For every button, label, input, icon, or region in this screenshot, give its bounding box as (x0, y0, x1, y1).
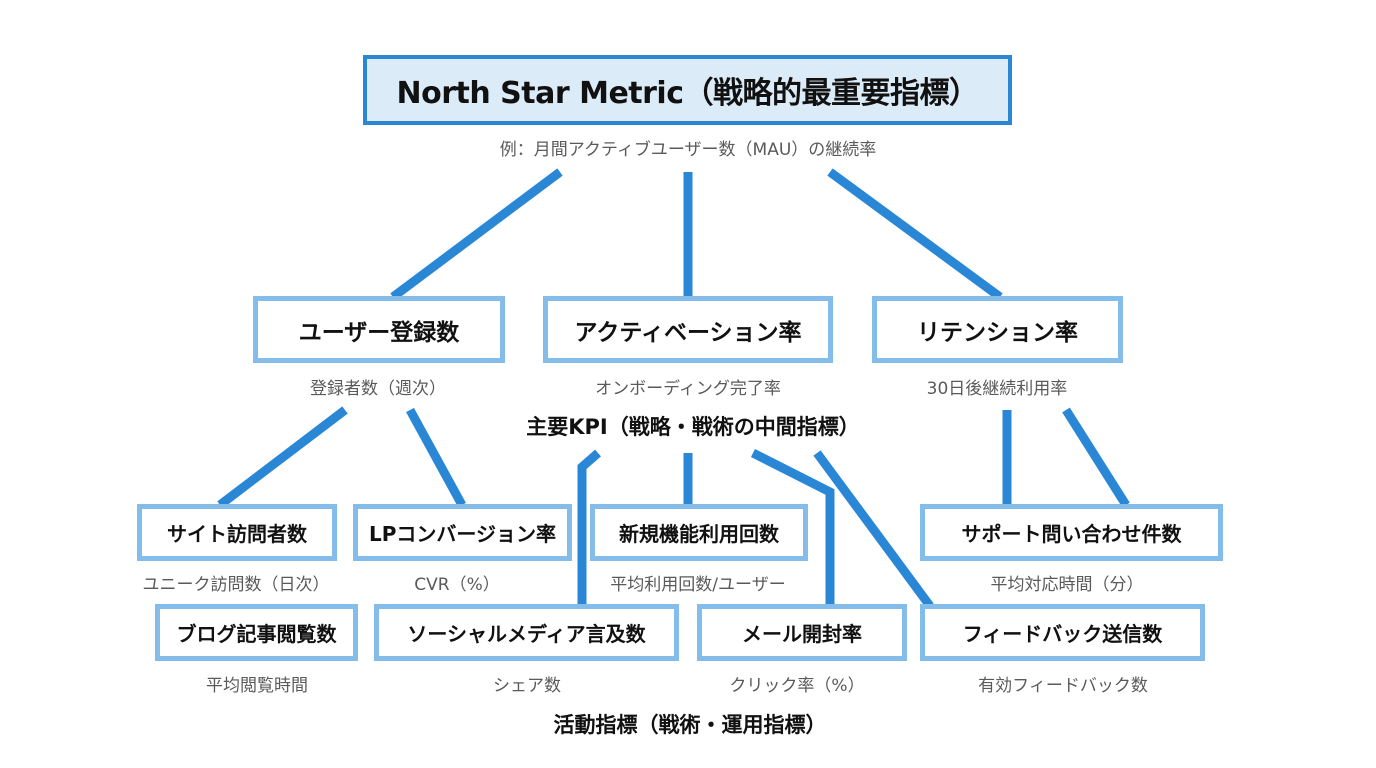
activity-measure: CVR（%） (414, 575, 500, 595)
activity-label: メール開封率 (742, 622, 862, 646)
activity-label: LPコンバージョン率 (368, 522, 556, 546)
activity-measure: 平均利用回数/ユーザー (610, 575, 786, 595)
kpi-label: アクティベーション率 (574, 319, 802, 346)
activity-label: 新規機能利用回数 (619, 522, 779, 546)
activity-box-lp-cvr: LPコンバージョン率 (353, 504, 572, 561)
activity-label: ブログ記事閲覧数 (176, 622, 337, 646)
connector-activation-email (750, 448, 835, 606)
activity-label: ソーシャルメディア言及数 (407, 622, 646, 646)
activity-box-site-visitors: サイト訪問者数 (137, 504, 337, 561)
north-star-box: North Star Metric（戦略的最重要指標） (363, 55, 1012, 125)
kpi-box-retention: リテンション率 (872, 296, 1123, 363)
kpi-box-registration: ユーザー登録数 (253, 296, 505, 363)
kpi-measure: 30日後継続利用率 (926, 379, 1068, 399)
activity-box-feature-usage: 新規機能利用回数 (590, 504, 808, 561)
activity-measure: クリック率（%） (729, 676, 865, 696)
kpi-label: リテンション率 (917, 319, 1078, 346)
activity-label: サポート問い合わせ件数 (961, 522, 1182, 546)
kpi-box-activation: アクティベーション率 (543, 296, 833, 363)
connector-registration-site-visitors (217, 406, 348, 509)
activity-label: フィードバック送信数 (962, 622, 1163, 646)
activity-box-support: サポート問い合わせ件数 (920, 504, 1223, 561)
kpi-label: ユーザー登録数 (298, 319, 460, 346)
north-star-title: North Star Metric（戦略的最重要指標） (396, 76, 980, 111)
connector-activation-feedback (813, 450, 934, 609)
activity-box-feedback: フィードバック送信数 (920, 604, 1205, 661)
connector-activation-social (577, 449, 601, 606)
activity-label: サイト訪問者数 (167, 522, 307, 546)
kpi-measure: オンボーディング完了率 (595, 379, 781, 399)
kpi-section-label: 主要KPI（戦略・戦術の中間指標） (526, 415, 860, 439)
kpi-measure: 登録者数（週次） (310, 379, 446, 399)
activity-measure: 平均対応時間（分） (990, 575, 1144, 595)
activity-box-blog-views: ブログ記事閲覧数 (155, 604, 358, 661)
north-star-example: 例：月間アクティブユーザー数（MAU）の継続率 (499, 140, 877, 160)
connector-northstar-registration (390, 168, 563, 301)
activity-section-label: 活動指標（戦術・運用指標） (553, 713, 827, 737)
activity-measure: シェア数 (493, 676, 561, 696)
activity-box-social-mentions: ソーシャルメディア言及数 (374, 604, 679, 661)
activity-measure: 平均閲覧時間 (206, 676, 308, 696)
activity-box-email-open: メール開封率 (697, 604, 907, 661)
activity-measure: 有効フィードバック数 (978, 676, 1148, 696)
connector-registration-lp-cvr (406, 407, 466, 508)
activity-measure: ユニーク訪問数（日次） (142, 575, 330, 595)
connector-northstar-retention (827, 168, 1003, 301)
connector-retention-feedback (1062, 407, 1130, 508)
